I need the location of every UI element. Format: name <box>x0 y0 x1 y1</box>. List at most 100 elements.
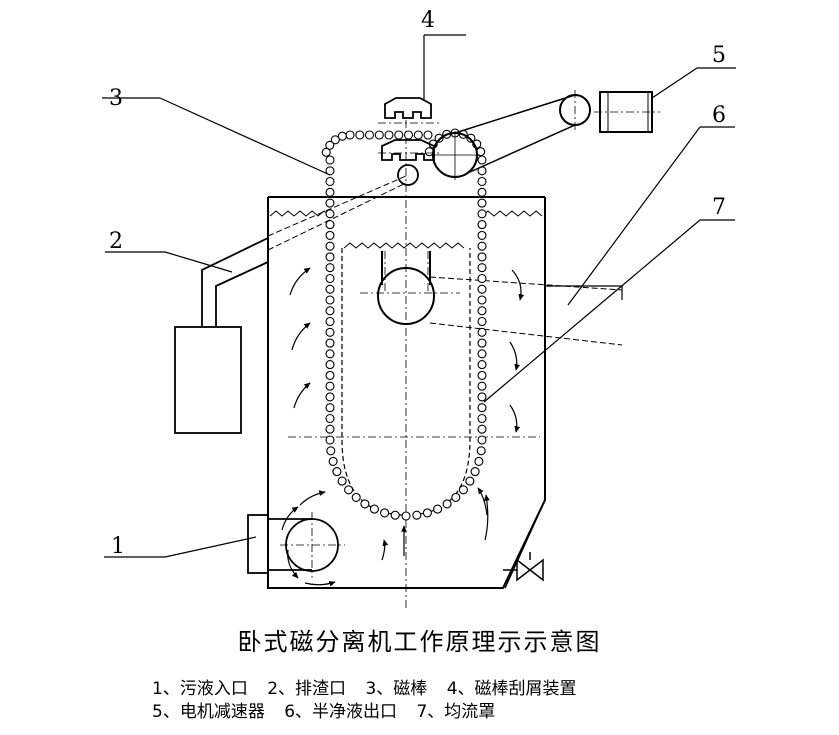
chain-bead <box>466 133 476 143</box>
legend-item-magnetic-rod: 3、磁棒 <box>365 679 428 699</box>
chain-bead <box>321 147 331 157</box>
chain-bead <box>325 360 335 370</box>
chain-bead <box>325 187 335 197</box>
legend-item-scraper: 4、磁棒刮屑装置 <box>446 679 577 699</box>
magnetic-chain <box>321 128 487 521</box>
chain-bead <box>369 504 379 514</box>
chain-bead <box>325 273 335 284</box>
chain-bead <box>325 327 335 337</box>
chain-bead <box>477 349 487 359</box>
inlet-pump <box>247 512 345 578</box>
chain-bead <box>325 140 335 150</box>
chain-bead <box>422 508 432 518</box>
chain-bead <box>477 370 487 380</box>
chain-bead <box>390 510 400 520</box>
chain-bead <box>325 176 335 187</box>
chain-bead <box>477 360 487 370</box>
chain-bead <box>325 306 335 316</box>
motor-reducer <box>454 90 660 173</box>
chain-bead <box>384 130 394 140</box>
chain-bead <box>477 392 487 402</box>
chain-bead <box>325 381 335 391</box>
chain-bead <box>364 130 375 140</box>
chain-bead <box>325 230 335 240</box>
legend-row-1: 1、污液入口 2、排渣口 3、磁棒 4、磁棒刮屑装置 <box>152 674 591 699</box>
chain-bead <box>477 403 487 413</box>
chain-bead <box>477 435 487 445</box>
chain-bead <box>477 252 487 262</box>
legend-item-flow-shroud: 7、均流罩 <box>416 702 496 722</box>
legend-item-inlet: 1、污液入口 <box>152 679 248 699</box>
chain-bead <box>477 209 487 219</box>
chain-bead <box>403 130 414 140</box>
scraper-axis <box>378 122 440 154</box>
chain-bead <box>328 456 338 466</box>
chain-bead <box>477 338 487 348</box>
tank <box>267 196 546 589</box>
chain-bead <box>344 485 354 495</box>
callout-5: 5 <box>712 43 726 68</box>
callout-7: 7 <box>712 195 726 220</box>
magnetic-drum <box>377 251 435 325</box>
chain-bead <box>477 306 487 316</box>
chain-bead <box>477 176 487 187</box>
legend-row-2: 5、电机减速器 6、半净液出口 7、均流罩 <box>152 697 509 722</box>
chain-bead <box>325 241 335 251</box>
chain-bead <box>477 424 487 434</box>
chain-bead <box>477 155 487 165</box>
callout-leaders <box>102 34 736 558</box>
chain-bead <box>325 155 335 165</box>
chain-bead <box>325 284 335 294</box>
chain-bead <box>434 133 444 143</box>
legend-item-clean-outlet: 6、半净液出口 <box>284 702 398 722</box>
chain-bead <box>332 467 342 477</box>
chain-bead <box>380 508 390 518</box>
callout-6: 6 <box>712 103 726 128</box>
chain-bead <box>325 209 335 219</box>
chain-bead <box>325 252 335 262</box>
chain-bead <box>325 403 335 413</box>
callout-2: 2 <box>109 229 123 254</box>
chain-bead <box>477 198 487 208</box>
chain-bead <box>477 273 487 284</box>
chain-bead <box>325 220 335 230</box>
chain-bead <box>325 198 335 208</box>
legend-item-motor: 5、电机减速器 <box>152 702 265 722</box>
chain-bead <box>458 485 468 495</box>
outlet-guides <box>267 175 623 346</box>
chain-bead <box>477 187 487 197</box>
chain-bead <box>476 446 486 456</box>
chain-bead <box>477 316 487 327</box>
chain-bead <box>412 510 422 520</box>
drain-valve <box>503 552 544 582</box>
chain-bead <box>325 370 335 380</box>
chain-bead <box>325 263 335 273</box>
chain-bead <box>470 467 480 477</box>
chain-bead <box>442 499 452 509</box>
chain-bead <box>477 263 487 273</box>
callout-3: 3 <box>109 86 123 111</box>
chain-bead <box>477 230 487 240</box>
chain-bead <box>477 295 487 305</box>
chain-bead <box>423 130 433 140</box>
chain-bead <box>477 413 487 424</box>
chain-bead <box>337 476 347 486</box>
chain-bead <box>477 241 487 251</box>
chain-bead <box>330 135 340 145</box>
chain-bead <box>433 504 443 514</box>
chain-bead <box>355 130 365 140</box>
chain-bead <box>325 316 335 327</box>
chain-bead <box>474 456 484 466</box>
flow-arrows <box>281 267 525 587</box>
chain-bead <box>351 492 361 502</box>
chain-bead <box>374 130 384 140</box>
chain-bead <box>413 130 423 140</box>
liquid-surface <box>269 210 543 249</box>
chain-bead <box>325 349 335 359</box>
chain-bead <box>325 338 335 348</box>
chain-bead <box>451 492 461 502</box>
callout-4: 4 <box>421 8 435 33</box>
chain-bead <box>465 476 475 486</box>
